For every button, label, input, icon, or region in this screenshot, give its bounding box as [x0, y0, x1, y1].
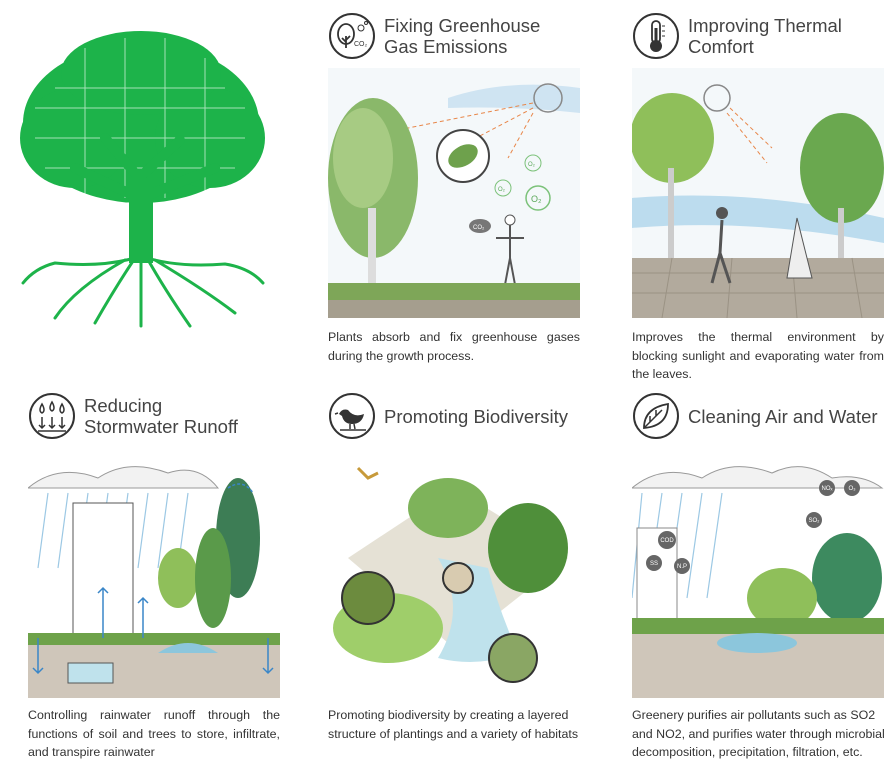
panel-cleaning-header: Cleaning Air and Water [632, 392, 878, 440]
panel-thermal-description: Improves the thermal environment by bloc… [632, 330, 884, 381]
panel-title: Fixing Greenhouse Gas Emissions [384, 15, 540, 57]
title-line: Promoting Biodiversity [384, 405, 569, 427]
ghg-illustration: O₂ O₂ O₂ CO₂ [328, 68, 580, 318]
panel-title: Reducing Stormwater Runoff [84, 395, 238, 437]
svg-text:SO₂: SO₂ [809, 518, 821, 524]
svg-text:O₂: O₂ [498, 187, 506, 193]
panel-stormwater-description: Controlling rainwater runoff through the… [28, 708, 280, 759]
title-line: Fixing Greenhouse [384, 15, 541, 36]
svg-text:COD: COD [660, 538, 674, 544]
panel-title: Promoting Biodiversity [384, 406, 568, 427]
panel-biodiversity-description: Promoting biodiversity by creating a lay… [328, 708, 579, 741]
svg-text:CO₂: CO₂ [473, 225, 485, 231]
thermometer-icon [633, 13, 679, 59]
tree-co2-icon: CO₂ [329, 13, 375, 59]
raindrops-icon [29, 393, 75, 439]
svg-text:O₂: O₂ [528, 162, 536, 168]
title-line: Improving Thermal [688, 15, 842, 36]
bird-icon [329, 393, 375, 439]
panel-title: Improving Thermal Comfort [688, 15, 842, 57]
svg-text:O₃: O₃ [848, 486, 856, 492]
title-line: Cleaning Air and Water [688, 405, 878, 427]
stormwater-illustration [28, 448, 280, 698]
cleaning-illustration: SS COD N.P SO₂ NOₓ O₃ [632, 448, 884, 698]
city-tree-illustration [20, 31, 265, 328]
panel-title: Cleaning Air and Water [688, 406, 878, 427]
svg-text:SS: SS [650, 561, 658, 567]
biodiversity-illustration [328, 448, 580, 698]
svg-text:O₂: O₂ [531, 194, 542, 204]
svg-text:NOₓ: NOₓ [822, 486, 833, 492]
svg-text:N.P: N.P [677, 564, 687, 570]
title-line: Gas Emissions [384, 36, 508, 57]
leaf-icon [633, 393, 679, 439]
title-line: Comfort [688, 36, 754, 57]
panel-ghg-header: CO₂ Fixing Greenhouse Gas Emissions [328, 12, 540, 60]
thermal-illustration [632, 68, 884, 318]
svg-text:CO₂: CO₂ [354, 41, 368, 48]
panel-cleaning-description: Greenery purifies air pollutants such as… [632, 708, 885, 759]
title-line: Reducing [84, 395, 163, 416]
panel-thermal-header: Improving Thermal Comfort [632, 12, 842, 60]
title-line: Stormwater Runoff [84, 416, 238, 437]
panel-ghg-description: Plants absorb and fix greenhouse gases d… [328, 330, 580, 363]
panel-stormwater-header: Reducing Stormwater Runoff [28, 392, 238, 440]
panel-biodiversity-header: Promoting Biodiversity [328, 392, 568, 440]
